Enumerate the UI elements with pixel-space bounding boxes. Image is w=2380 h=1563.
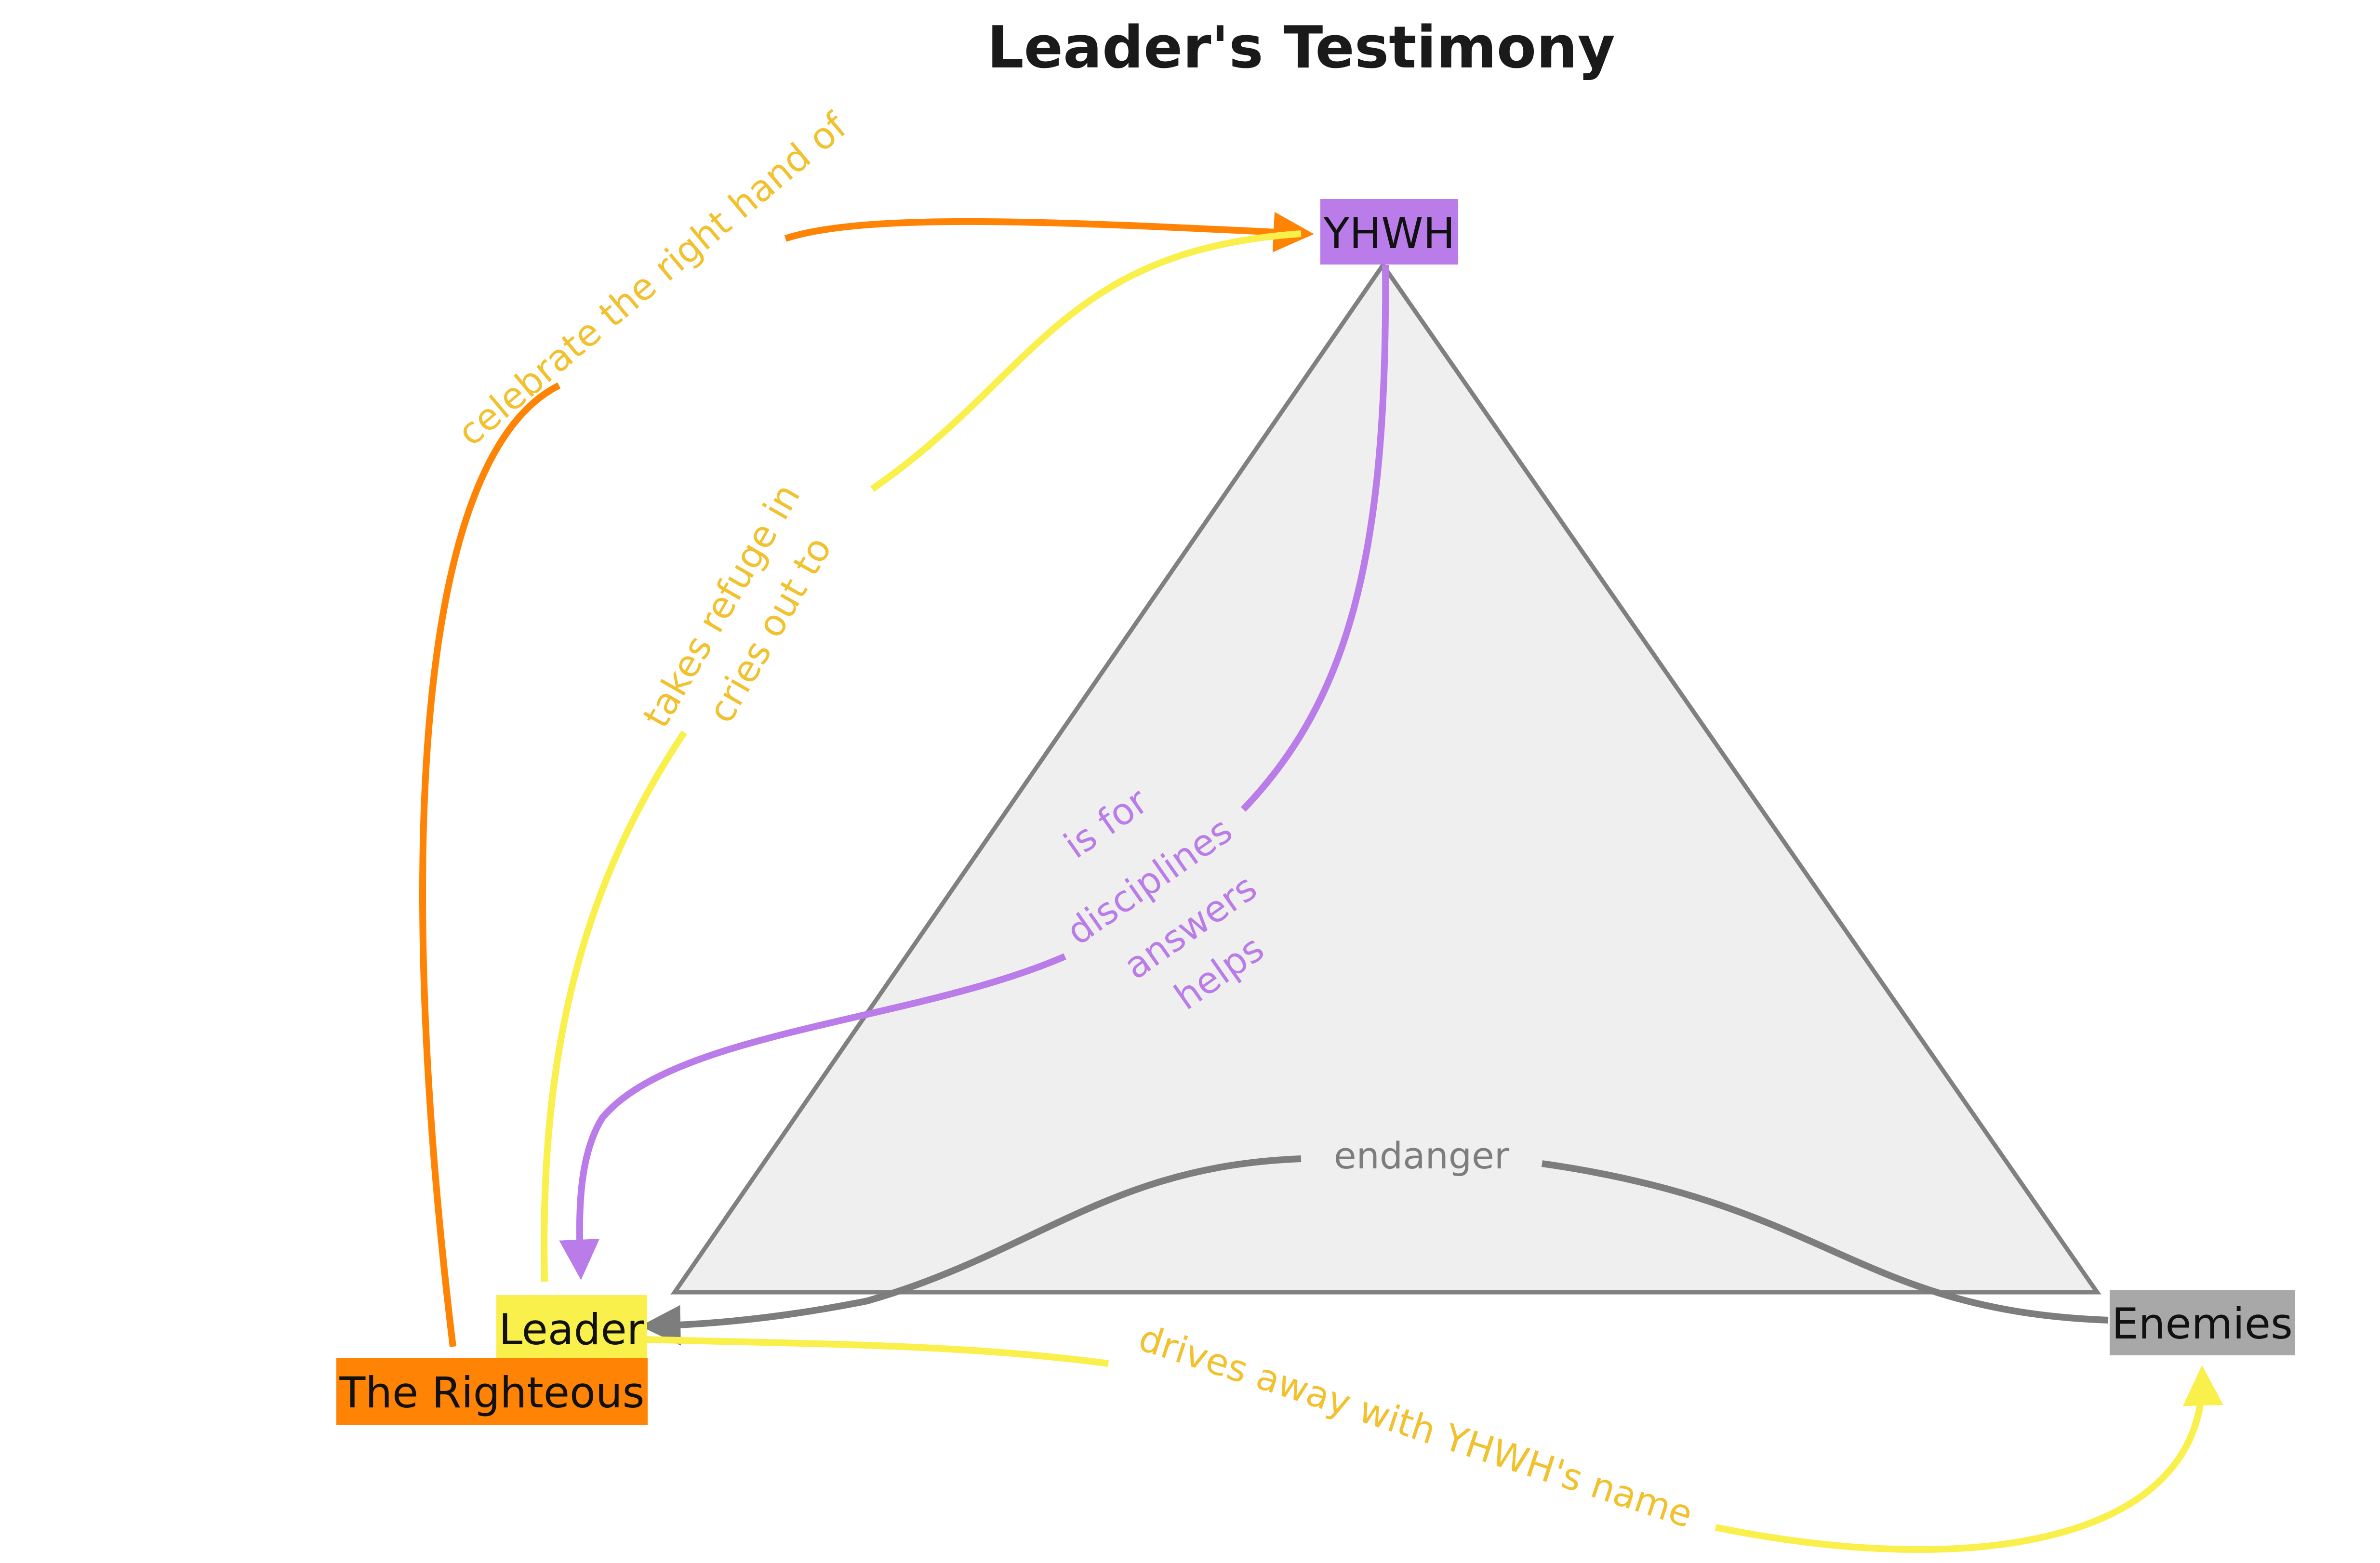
edge-label-endanger: endanger: [1334, 1134, 1510, 1177]
node-leader[interactable]: Leader: [496, 1295, 647, 1361]
edge-refuge-upper: [870, 230, 1302, 492]
edge-celebrate-arrow: [784, 212, 1314, 252]
node-enemies[interactable]: Enemies: [2110, 1290, 2295, 1355]
edge-yhwh-leader-upper: [1240, 265, 1389, 812]
edge-yhwh-leader-lower: [559, 953, 1066, 1280]
edge-label-drives-away: drives away with YHWH's name: [1134, 1316, 1698, 1536]
relationship-triangle: [670, 261, 2101, 1295]
node-the-righteous[interactable]: The Righteous: [336, 1358, 648, 1425]
edge-drives-left: [645, 1336, 1109, 1367]
edge-endanger-right: [1542, 1160, 2109, 1324]
node-yhwh-label: YHWH: [1323, 209, 1455, 258]
edge-celebrate: [419, 382, 561, 1347]
edge-endanger-left: [640, 1155, 1302, 1346]
edge-label-celebrate: celebrate the right hand of: [449, 104, 855, 454]
diagram-title: Leader's Testimony: [987, 14, 1615, 81]
edge-drives-right: [1715, 1365, 2223, 1553]
node-righteous-label: The Righteous: [339, 1368, 645, 1417]
node-yhwh[interactable]: YHWH: [1320, 199, 1458, 265]
node-leader-label: Leader: [499, 1305, 645, 1354]
node-enemies-label: Enemies: [2112, 1299, 2293, 1349]
edge-refuge: [541, 730, 687, 1282]
